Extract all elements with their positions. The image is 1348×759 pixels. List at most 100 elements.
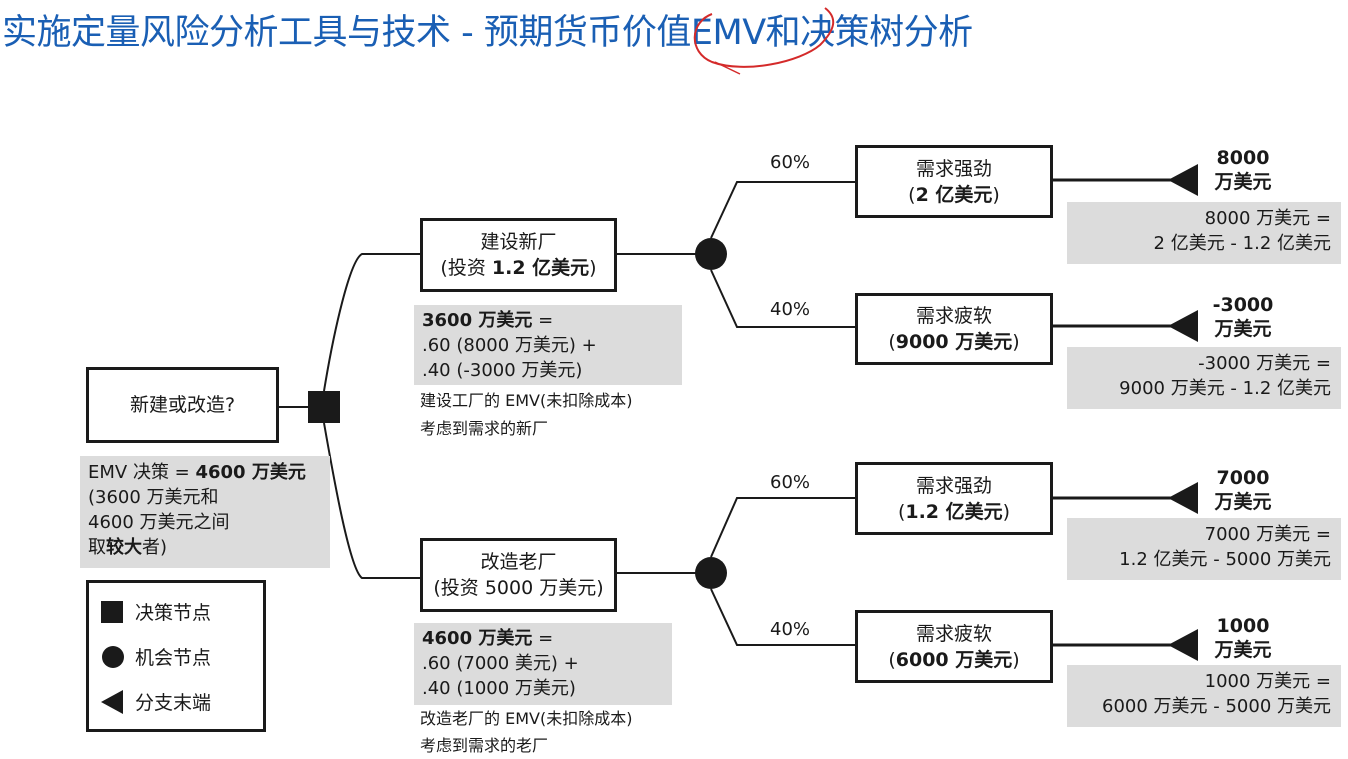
outcome-old-strong: 需求强劲 (1.2 亿美元) [855,462,1053,535]
legend-end-label: 分支末端 [135,692,212,714]
decision-emv-prefix: EMV 决策 = [88,462,196,483]
chance-node-new [695,238,727,270]
outcome-old-weak: 需求疲软 (6000 万美元) [855,610,1053,683]
option-old-emv-value: 4600 万美元 [422,628,533,649]
outcome-old-weak-name: 需求疲软 [915,622,992,645]
outcome-new-weak-rev-post: ) [1012,331,1020,353]
option-new-note1: 建设工厂的 EMV(未扣除成本) [420,391,633,410]
end-value-2: -3000 万美元 [1200,293,1286,341]
outcome-calc-4-line2: 6000 万美元 - 5000 万美元 [1102,696,1331,717]
outcome-old-weak-rev: 6000 万美元 [895,648,1013,671]
branch-end-1 [1168,164,1198,196]
prob-new-weak: 40% [770,299,811,320]
option-new-calc2: .40 (-3000 万美元) [422,360,583,381]
option-old-note1: 改造老厂的 EMV(未扣除成本) [420,709,633,728]
outcome-old-strong-name: 需求强劲 [915,474,992,497]
decision-label: 新建或改造? [129,394,236,416]
end-value-4-unit: 万美元 [1214,639,1272,661]
outcome-calc-3: 7000 万美元 = 1.2 亿美元 - 5000 万美元 [1067,518,1341,580]
option-new-name: 建设新厂 [480,231,557,253]
outcome-calc-1-line1: 8000 万美元 = [1204,208,1331,229]
outcome-new-weak-rev-pre: ( [888,331,896,353]
decision-emv-line4-bold: 较大 [106,537,142,558]
option-old-calc1: .60 (7000 美元) + [422,653,579,674]
decision-box: 新建或改造? [86,367,279,443]
option-new-invest-bold: 1.2 亿美元 [491,257,590,279]
branch-end-2 [1168,310,1198,342]
outcome-calc-4-line1: 1000 万美元 = [1204,671,1331,692]
end-value-2-unit: 万美元 [1214,318,1272,340]
option-old-invest-pre: (投资 [433,577,485,599]
branch-to-old [323,422,420,579]
branch-new-strong [710,181,855,239]
circle-icon [102,645,124,668]
option-old-invest-post: 5000 万美元) [484,577,604,599]
outcome-new-weak: 需求疲软 (9000 万美元) [855,293,1053,365]
decision-emv-value: 4600 万美元 [195,462,306,483]
prob-new-strong: 60% [770,152,811,173]
option-new-note2: 考虑到需求的新厂 [420,419,549,438]
prob-old-weak: 40% [770,619,811,640]
option-old-emv-box: 4600 万美元 = .60 (7000 美元) + .40 (1000 万美元… [414,623,672,705]
outcome-calc-3-line2: 1.2 亿美元 - 5000 万美元 [1119,549,1331,570]
option-old-plant: 改造老厂 (投资 5000 万美元) [420,538,617,612]
outcome-old-strong-rev: 1.2 亿美元 [905,500,1003,523]
option-old-calc2: .40 (1000 万美元) [422,678,576,699]
option-new-calc1: .60 (8000 万美元) + [422,335,597,356]
option-old-note2: 考虑到需求的老厂 [420,736,549,755]
square-icon [101,600,123,623]
branch-old-weak [710,588,855,646]
outcome-calc-1-line2: 2 亿美元 - 1.2 亿美元 [1153,233,1331,254]
decision-node-square [308,391,340,423]
option-new-invest-post: ) [589,257,597,279]
end-value-3-unit: 万美元 [1214,491,1272,513]
branch-old-strong [710,497,855,558]
end-value-3: 7000 万美元 [1200,466,1286,514]
decision-emv-line3: 4600 万美元之间 [88,512,230,533]
outcome-old-weak-rev-post: ) [1012,648,1020,671]
decision-emv-box: EMV 决策 = 4600 万美元 (3600 万美元和 4600 万美元之间 … [80,456,330,568]
end-value-4: 1000 万美元 [1200,614,1286,662]
triangle-left-icon [101,689,123,714]
legend-chance-label: 机会节点 [135,647,212,669]
end-value-1: 8000 万美元 [1200,146,1286,194]
outcome-old-weak-rev-pre: ( [888,648,896,671]
outcome-new-weak-rev: 9000 万美元 [895,331,1013,353]
outcome-old-strong-rev-post: ) [1002,500,1011,523]
outcome-calc-2: -3000 万美元 = 9000 万美元 - 1.2 亿美元 [1067,347,1341,409]
legend: 决策节点 机会节点 分支末端 [86,580,266,732]
chance-node-old [695,557,727,589]
outcome-new-strong-rev-pre: ( [908,183,916,206]
outcome-new-strong: 需求强劲 (2 亿美元) [855,145,1053,218]
branch-to-new [323,253,420,392]
end-value-1-amount: 8000 [1216,147,1270,169]
end-value-3-amount: 7000 [1216,467,1270,489]
decision-emv-line4-post: 者) [142,537,168,558]
outcome-new-weak-name: 需求疲软 [915,305,992,327]
decision-emv-line2: (3600 万美元和 [88,487,219,508]
end-value-1-unit: 万美元 [1214,171,1272,193]
outcome-calc-2-line2: 9000 万美元 - 1.2 亿美元 [1119,378,1331,399]
option-new-emv-value: 3600 万美元 [422,310,533,331]
legend-decision: 决策节点 [101,589,263,634]
legend-decision-label: 决策节点 [135,602,212,624]
outcome-new-strong-name: 需求强劲 [915,157,992,180]
branch-new-weak [710,269,855,328]
red-annotation-tail [714,61,741,75]
red-annotation-stroke [693,7,835,68]
decision-emv-line4-pre: 取 [88,537,106,558]
option-new-emv-box: 3600 万美元 = .60 (8000 万美元) + .40 (-3000 万… [414,305,682,385]
legend-end: 分支末端 [101,679,263,724]
option-new-emv-eq: = [532,310,554,331]
end-value-4-amount: 1000 [1216,615,1270,637]
slide-title: 实施定量风险分析工具与技术 - 预期货币价值EMV和决策树分析 [2,13,973,53]
end-value-2-amount: -3000 [1212,294,1274,316]
outcome-calc-1: 8000 万美元 = 2 亿美元 - 1.2 亿美元 [1067,202,1341,264]
legend-chance: 机会节点 [101,634,263,679]
option-new-plant: 建设新厂 (投资 1.2 亿美元) [420,218,617,292]
prob-old-strong: 60% [770,472,811,493]
outcome-calc-2-line1: -3000 万美元 = [1198,353,1331,374]
branch-end-4 [1168,629,1198,661]
outcome-old-strong-rev-pre: ( [897,500,906,523]
